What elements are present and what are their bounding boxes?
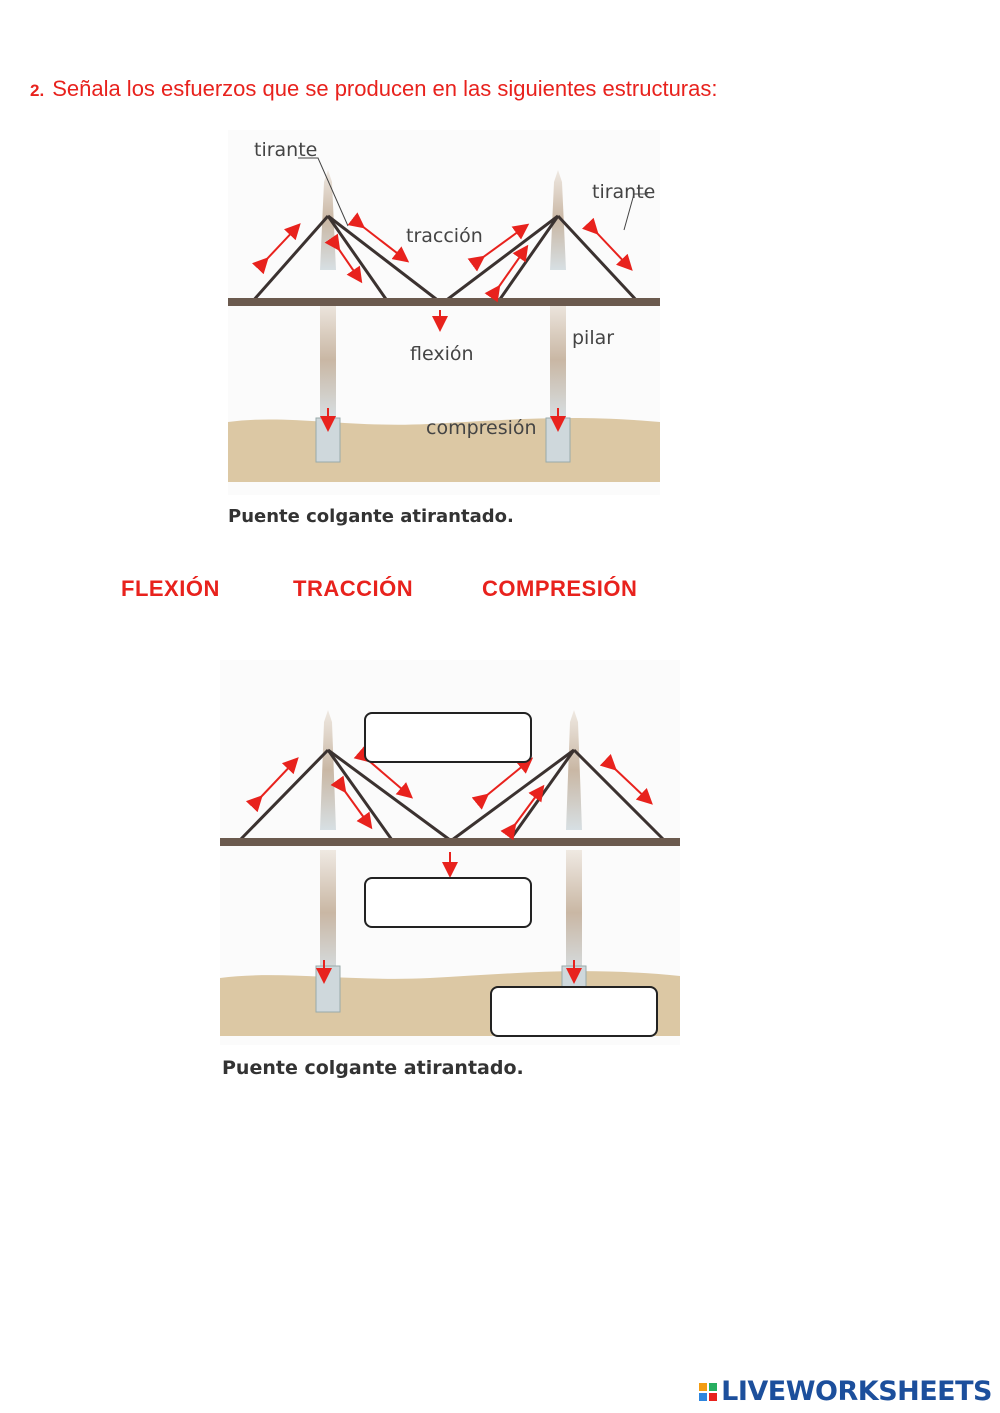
answer-box-flexion[interactable] (364, 877, 532, 928)
label-flexion: flexión (410, 343, 474, 365)
bridge-diagram-labeled: tirante tirante tracción flexión pilar c… (228, 130, 660, 527)
answer-box-compresion[interactable] (490, 986, 658, 1037)
label-compresion: compresión (426, 417, 537, 439)
bridge-deck (228, 298, 660, 306)
question-heading: 2. Señala los esfuerzos que se producen e… (30, 76, 717, 102)
word-traccion[interactable]: TRACCIÓN (293, 576, 414, 601)
question-text: Señala los esfuerzos que se producen en … (52, 76, 718, 101)
word-compresion[interactable]: COMPRESIÓN (482, 576, 638, 601)
label-tirante-left: tirante (254, 139, 317, 161)
caption-figure1: Puente colgante atirantado. (228, 506, 514, 527)
brand-logo-icon (699, 1382, 718, 1401)
brand-footer: LIVEWORKSHEETS (699, 1376, 992, 1407)
label-pilar: pilar (572, 327, 614, 349)
caption-figure2: Puente colgante atirantado. (222, 1057, 524, 1079)
question-number: 2. (30, 81, 45, 100)
bridge-deck (220, 838, 680, 846)
answer-box-traccion[interactable] (364, 712, 532, 763)
label-traccion: tracción (406, 225, 483, 247)
label-tirante-right: tirante (592, 181, 655, 203)
brand-name: LIVEWORKSHEETS (721, 1376, 992, 1407)
word-flexion[interactable]: FLEXIÓN (121, 576, 220, 601)
bridge-figure-labeled: tirante tirante tracción flexión pilar c… (228, 130, 660, 530)
